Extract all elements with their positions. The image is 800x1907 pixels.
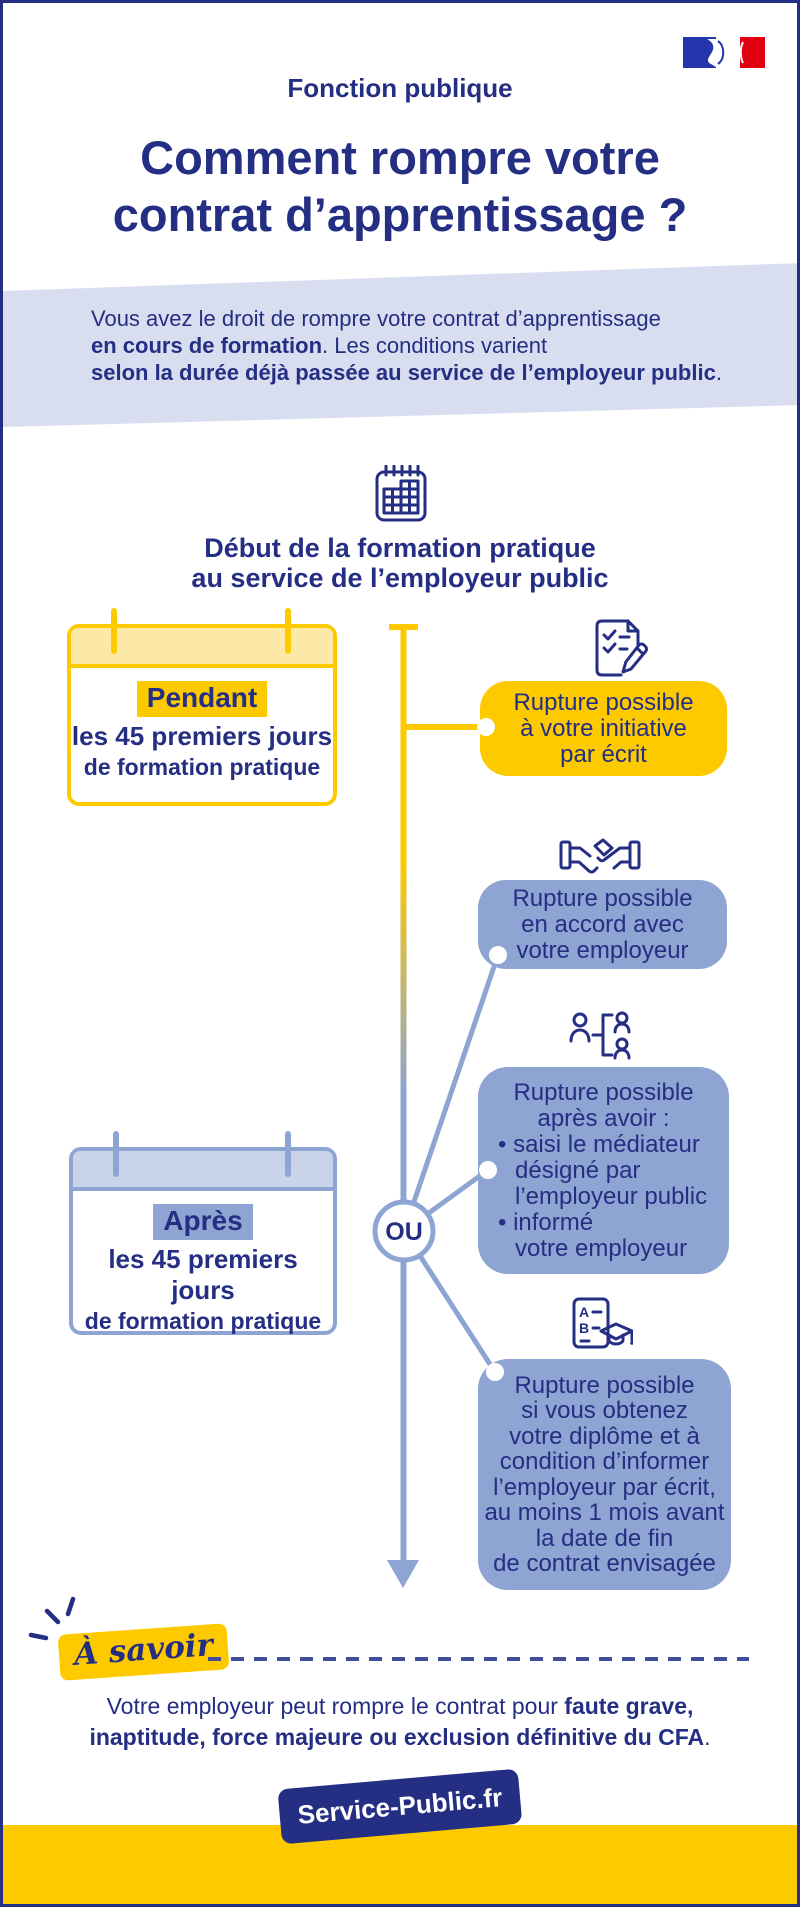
box-text-line: votre diplôme et à <box>509 1422 700 1450</box>
page-title: Comment rompre votre contrat d’apprentis… <box>3 129 797 243</box>
footer-yellow-band <box>3 1825 797 1904</box>
box-text-line: si vous obtenez <box>521 1397 688 1424</box>
mediateur-bullet-1: • saisi le médiateur <box>498 1130 700 1158</box>
intro-text: Vous avez le droit de rompre votre contr… <box>91 305 722 386</box>
handshake-icon <box>559 838 641 874</box>
pendant-highlight: Pendant <box>136 681 268 717</box>
period-card-pendant: Pendant les 45 premiers jours de formati… <box>67 608 337 806</box>
svg-text:A: A <box>579 1304 589 1320</box>
box-text-line: Rupture possible <box>513 688 694 716</box>
title-line-2: contrat d’apprentissage ? <box>112 188 688 241</box>
or-label: OU <box>385 1218 423 1246</box>
apres-highlight: Après <box>153 1204 253 1240</box>
mediateur-line-1: Rupture possible <box>513 1078 694 1106</box>
note-text: Votre employeur peut rompre le contrat p… <box>89 1693 711 1750</box>
calendar-ring-left <box>111 608 117 654</box>
intro-band: Vous avez le droit de rompre votre contr… <box>3 263 797 427</box>
pendant-line-1: les 45 premiers jours <box>71 721 333 751</box>
pendant-line-2: de formation pratique <box>83 754 321 780</box>
box-text-line: à votre initiative <box>520 714 687 742</box>
mediateur-bullet-2-cont: votre employeur <box>515 1234 688 1262</box>
marianne-french-government-logo <box>683 37 765 68</box>
apres-line-2: de formation pratique <box>84 1308 322 1334</box>
svg-text:B: B <box>579 1320 589 1336</box>
calendar-ring-left <box>113 1131 119 1177</box>
period-card-apres: Après les 45 premiers jours de formation… <box>69 1131 337 1335</box>
box-text-line: Rupture possible <box>512 884 693 912</box>
box-text-line: de contrat envisagée <box>493 1550 716 1577</box>
mediateur-bullet-1-cont: l’employeur public <box>515 1182 708 1210</box>
or-circle <box>372 1199 436 1263</box>
box-text-line: votre employeur <box>516 936 689 964</box>
intro-line-1: Vous avez le droit de rompre votre contr… <box>91 306 661 331</box>
calendar-header <box>73 1151 333 1191</box>
document-checklist-pencil-icon <box>595 619 649 677</box>
box-text-line: condition d’informer <box>499 1448 710 1475</box>
outcome-box-mediateur: Rupture possible après avoir : • saisi l… <box>478 1067 729 1274</box>
branch-mediateur <box>402 1167 490 1234</box>
intro-line-3: selon la durée déjà passée au service de… <box>91 360 722 385</box>
calendar-ring-right <box>285 608 291 654</box>
kicker-fonction-publique: Fonction publique <box>287 73 513 103</box>
intro-line-2: en cours de formation. Les conditions va… <box>91 333 548 358</box>
box-text-line: Rupture possible <box>514 1371 695 1399</box>
timeline-start-label: Début de la formation pratique au servic… <box>191 533 609 593</box>
calendar-chart-icon <box>375 465 427 522</box>
sparkle-dashes-icon <box>28 1596 76 1641</box>
mediateur-bullet-1-cont: désigné par <box>515 1156 641 1184</box>
mediateur-line-2: après avoir : <box>537 1104 670 1132</box>
mediator-people-icon <box>569 1011 631 1060</box>
apres-line-1: les 45 premiers jours <box>108 1244 298 1305</box>
box-text-line: par écrit <box>560 740 647 768</box>
box-text-line: au moins 1 mois avant <box>484 1499 725 1526</box>
diploma-graduation-icon: A B <box>572 1297 633 1349</box>
box-text-line: l’employeur par écrit, <box>493 1473 716 1501</box>
box-text-line: la date de fin <box>535 1524 674 1552</box>
timeline-arrow-down-icon <box>387 1560 419 1588</box>
title-line-1: Comment rompre votre <box>140 131 660 184</box>
box-text-line: en accord avec <box>521 910 684 938</box>
mediateur-bullet-2: • informé <box>498 1208 594 1236</box>
calendar-ring-right <box>285 1131 291 1177</box>
